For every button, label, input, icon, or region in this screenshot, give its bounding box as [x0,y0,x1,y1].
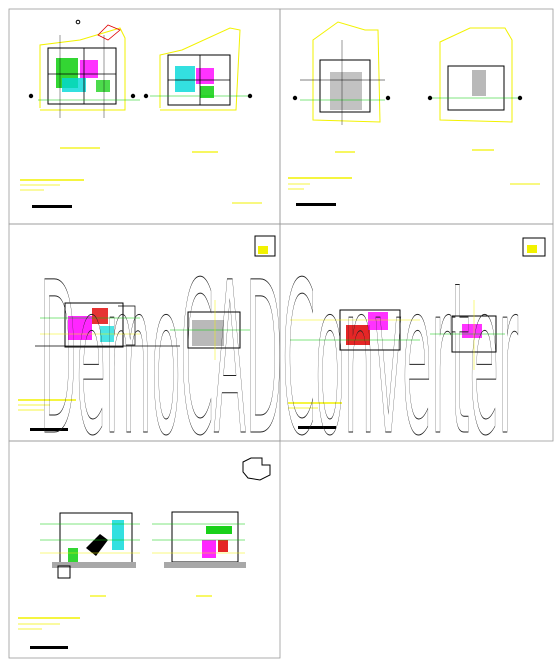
sheet-frames [8,8,554,659]
floor-plan-3a [35,302,180,348]
panel-3-title-block [18,399,76,431]
key-plan-3 [254,235,276,257]
panel-4-floor-plans [288,237,546,429]
panel-1-title-block [20,179,262,208]
panel-1-floor-plans [20,19,262,208]
panel-2-title-block [288,177,540,206]
panel-5-elevations [18,457,271,649]
floor-plan-1a [28,19,140,149]
key-plan-4 [522,237,546,257]
watermark-text: DemoCADConverter [40,237,518,482]
elevation-5a [40,512,140,597]
floor-plan-4b [430,300,505,370]
floor-plan-1b [143,27,253,153]
panel-4-title-block [288,402,342,429]
panel-5-title-block [18,617,80,649]
panel-frame-5 [8,440,281,659]
panel-2-floor-plans [288,21,540,206]
floor-plan-2a [292,21,391,153]
key-plan-5 [242,457,271,481]
floor-plan-3b [170,300,250,360]
floor-plan-2b [427,27,523,151]
elevation-5b [152,511,246,597]
panel-3-floor-plans [18,235,276,431]
panel-frame-4 [279,223,554,442]
floor-plan-4a [290,309,420,351]
